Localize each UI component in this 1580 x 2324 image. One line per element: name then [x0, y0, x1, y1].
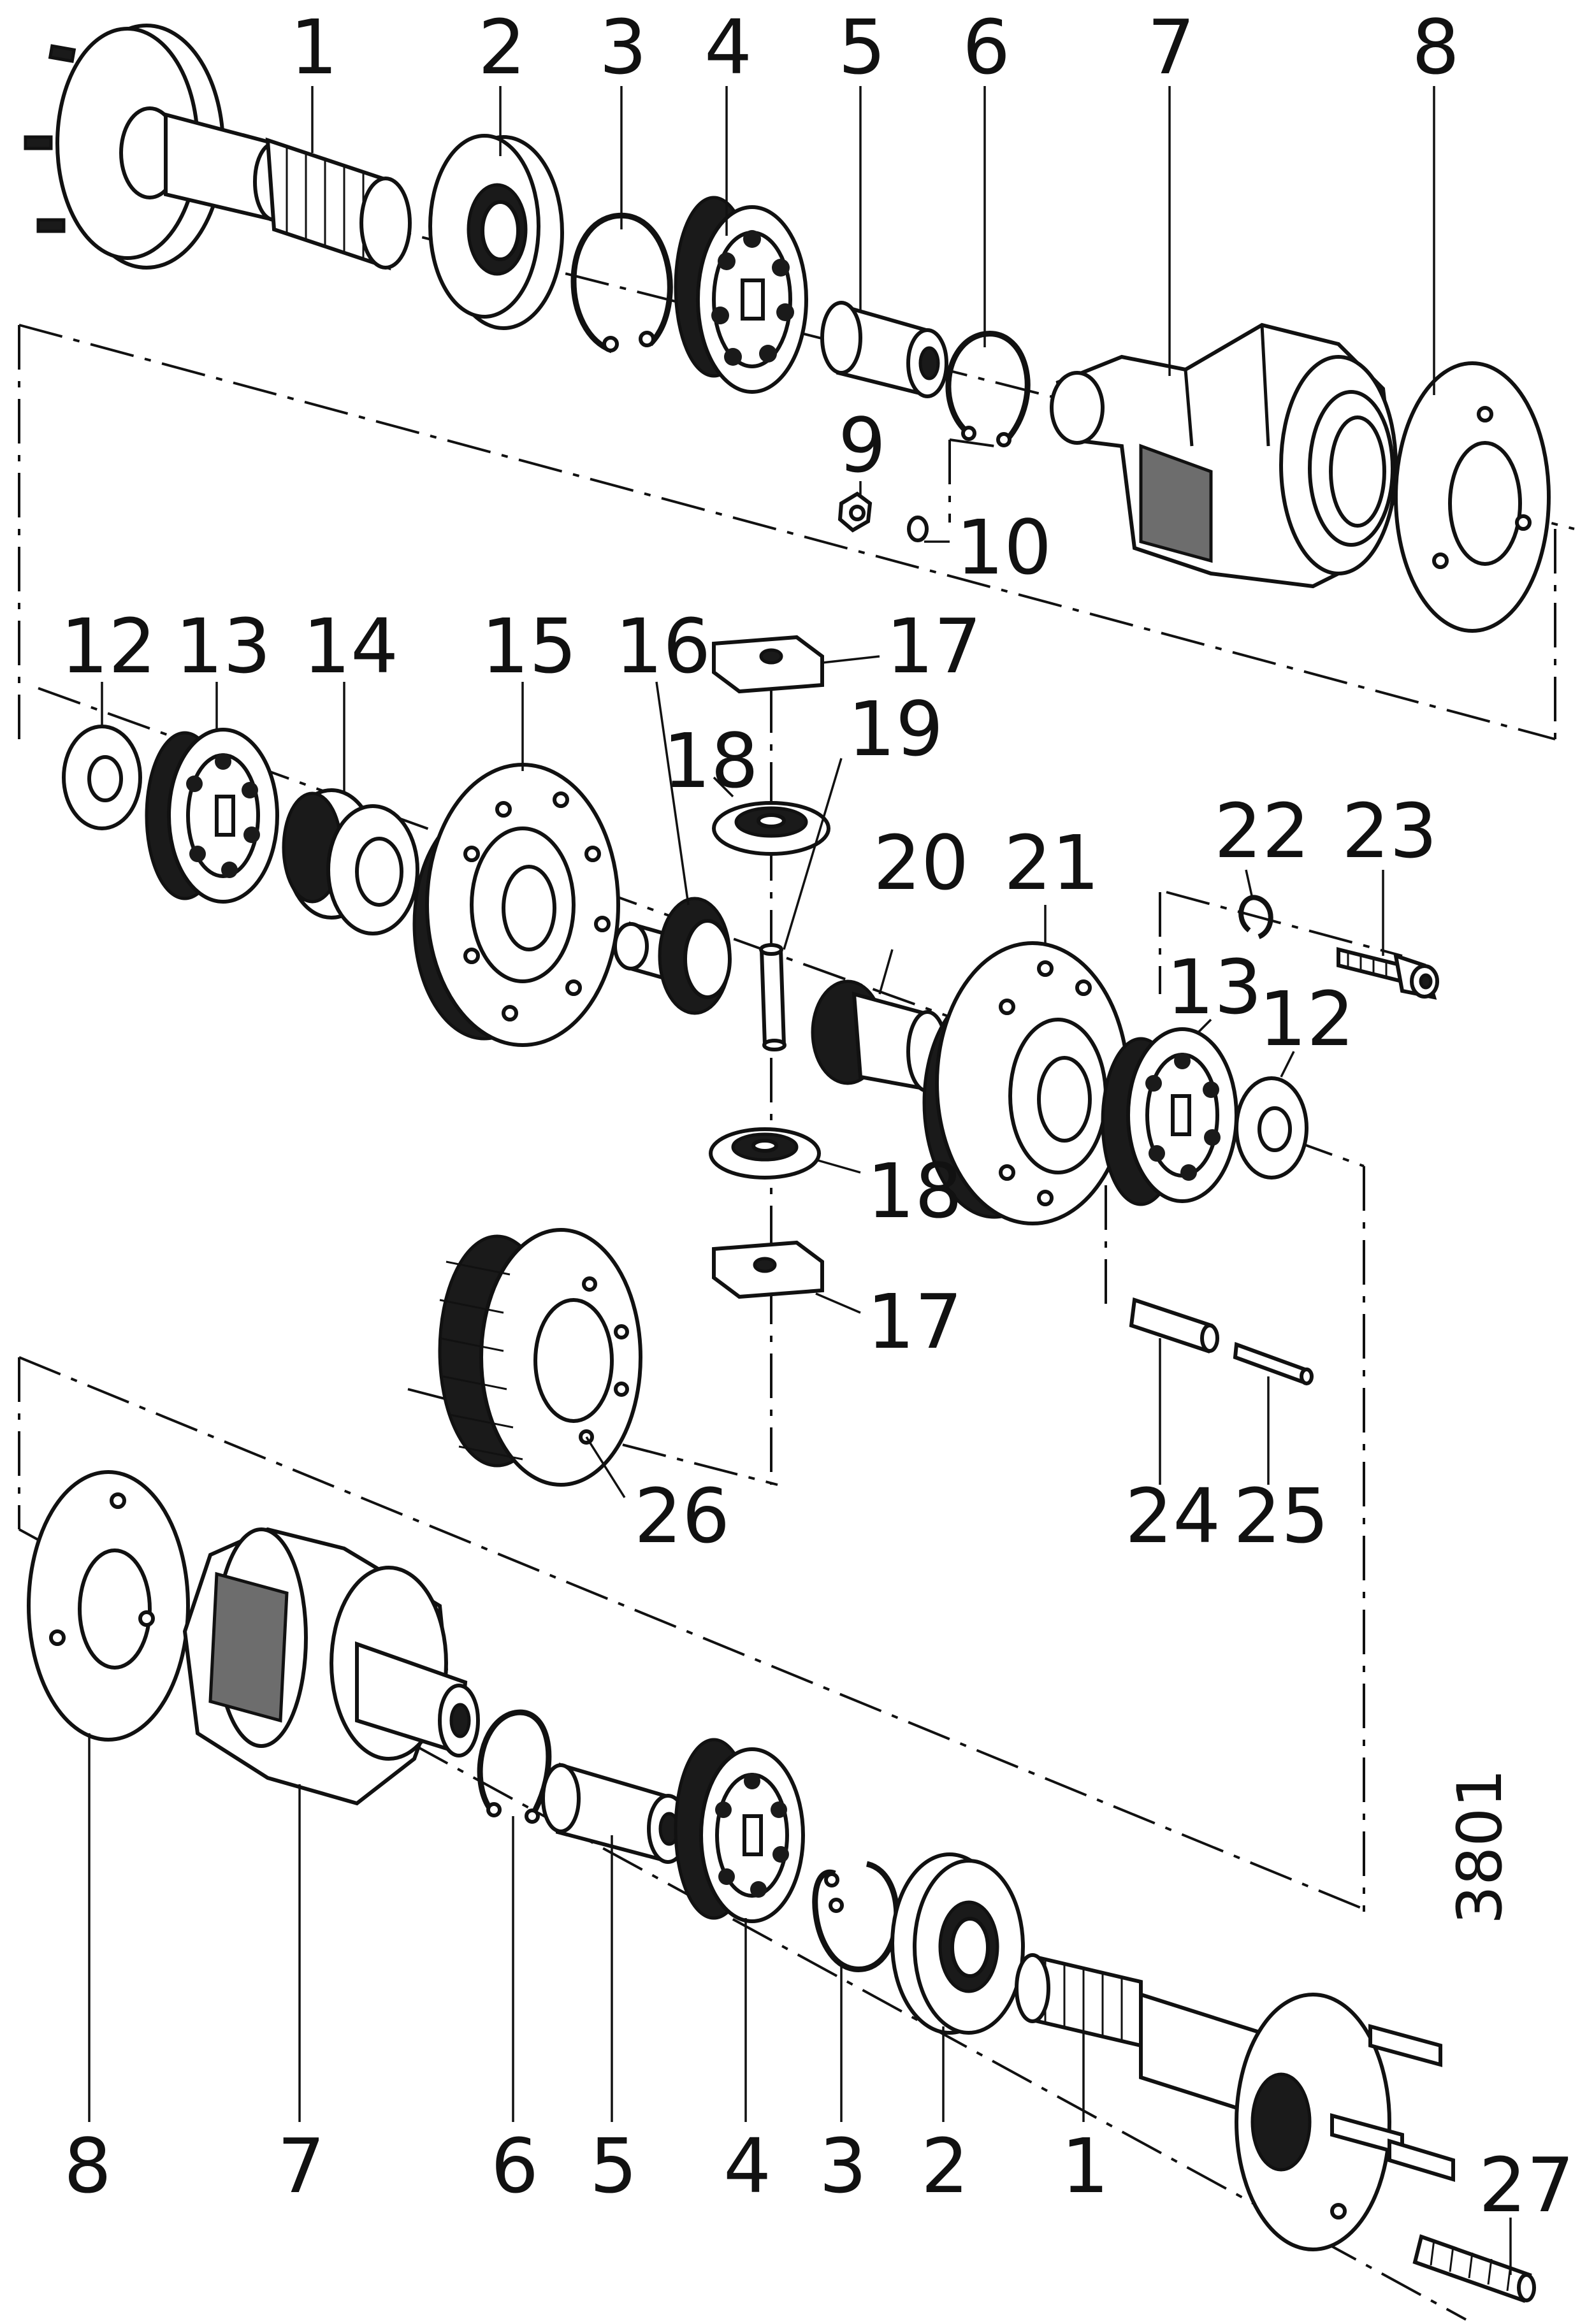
part-4-ball-bearing: [674, 196, 808, 394]
callout-18-top: 18: [663, 717, 758, 805]
callout-2-bottom: 2: [921, 2122, 969, 2210]
callout-20: 20: [873, 819, 969, 907]
callout-6-bottom: 6: [491, 2122, 539, 2210]
callout-18-bottom: 18: [867, 1147, 962, 1235]
part-13-bearing-right: [1101, 1027, 1238, 1206]
part-1-flanged-splined-shaft: [24, 24, 412, 271]
callout-17-bottom: 17: [867, 1278, 962, 1366]
callout-13-right: 13: [1166, 943, 1262, 1031]
callout-5-top: 5: [838, 3, 886, 91]
part-6-circlip-bottom: [477, 1709, 552, 1824]
callout-27: 27: [1479, 2141, 1574, 2229]
part-3-circlip: [570, 212, 673, 354]
callout-3-bottom: 3: [819, 2122, 867, 2210]
part-5-sleeve: [820, 301, 948, 398]
part-2-bearing-bottom: [890, 1852, 1025, 2035]
part-19-pin: [759, 943, 786, 1051]
part-26-gear: [438, 1228, 642, 1487]
callout-8-top: 8: [1412, 3, 1460, 91]
part-17-block-top: [712, 635, 824, 694]
part-25-pin: [1233, 1341, 1314, 1386]
callout-9: 9: [838, 401, 886, 489]
part-24-pin: [1129, 1297, 1219, 1354]
part-23-bolt: [1337, 947, 1439, 1000]
callout-12-right: 12: [1259, 975, 1354, 1063]
callout-1-top: 1: [290, 3, 338, 91]
reference-code: 3801: [1444, 1769, 1516, 1924]
callout-4-top: 4: [704, 3, 752, 91]
callout-25: 25: [1233, 1472, 1329, 1560]
part-10-washer: [907, 516, 929, 542]
callout-16: 16: [615, 602, 711, 690]
part-14-splined-bushing: [282, 788, 419, 935]
part-13-bearing-left: [145, 728, 279, 904]
leader-lines: [88, 86, 1512, 2275]
part-1-flanged-splined-shaft-bottom: [1015, 1953, 1455, 2251]
callout-21: 21: [1004, 819, 1099, 907]
part-21-differential-cover: [922, 941, 1130, 1225]
callout-13-left: 13: [175, 602, 271, 690]
callout-2-top: 2: [478, 3, 526, 91]
bolt-stud: [1330, 2024, 1455, 2183]
part-20-bevel-gear: [811, 979, 948, 1093]
part-3-circlip-bottom: [812, 1861, 900, 1972]
callouts: 1 2 3 4 5 6 7 8 9 10 12 13 14 15 16 17 1…: [61, 3, 1574, 2229]
callout-23: 23: [1342, 787, 1437, 875]
part-12-washer-right: [1235, 1076, 1308, 1180]
part-2-bearing: [428, 134, 564, 330]
callout-5-bottom: 5: [590, 2122, 637, 2210]
part-18-pinion-top: [712, 801, 830, 856]
part-15-differential-housing: [412, 763, 620, 1047]
callout-1-bottom: 1: [1061, 2122, 1109, 2210]
part-5-sleeve-bottom: [541, 1763, 689, 1864]
callout-24: 24: [1125, 1472, 1221, 1560]
callout-10: 10: [956, 503, 1052, 591]
part-22-lock-washer: [1238, 895, 1273, 939]
callout-12-left: 12: [61, 602, 156, 690]
part-8-flange-plate-bottom: [27, 1470, 190, 1742]
part-18-pinion-bottom: [709, 1127, 821, 1180]
callout-26: 26: [634, 1472, 730, 1560]
part-7-housing: [1050, 322, 1398, 589]
callout-17-top: 17: [886, 602, 982, 690]
part-27-stud: [1412, 2234, 1536, 2303]
callout-7-top: 7: [1147, 3, 1195, 91]
callout-7-bottom: 7: [277, 2122, 325, 2210]
callout-3-top: 3: [599, 3, 647, 91]
callout-19: 19: [848, 685, 943, 773]
part-7-housing-bottom: [182, 1527, 480, 1806]
callout-14: 14: [303, 602, 398, 690]
callout-6-top: 6: [962, 3, 1010, 91]
callout-4-bottom: 4: [723, 2122, 771, 2210]
callout-15: 15: [481, 602, 577, 690]
part-9-nut: [837, 491, 873, 533]
part-17-block-bottom: [712, 1240, 824, 1299]
part-8-flange-plate: [1394, 361, 1551, 633]
part-4-ball-bearing-bottom: [674, 1738, 805, 1923]
part-16-bevel-gear: [613, 897, 732, 1015]
part-12-washer-left: [62, 725, 142, 830]
callout-22: 22: [1214, 787, 1310, 875]
callout-8-bottom: 8: [64, 2122, 112, 2210]
part-6-circlip: [945, 331, 1031, 447]
